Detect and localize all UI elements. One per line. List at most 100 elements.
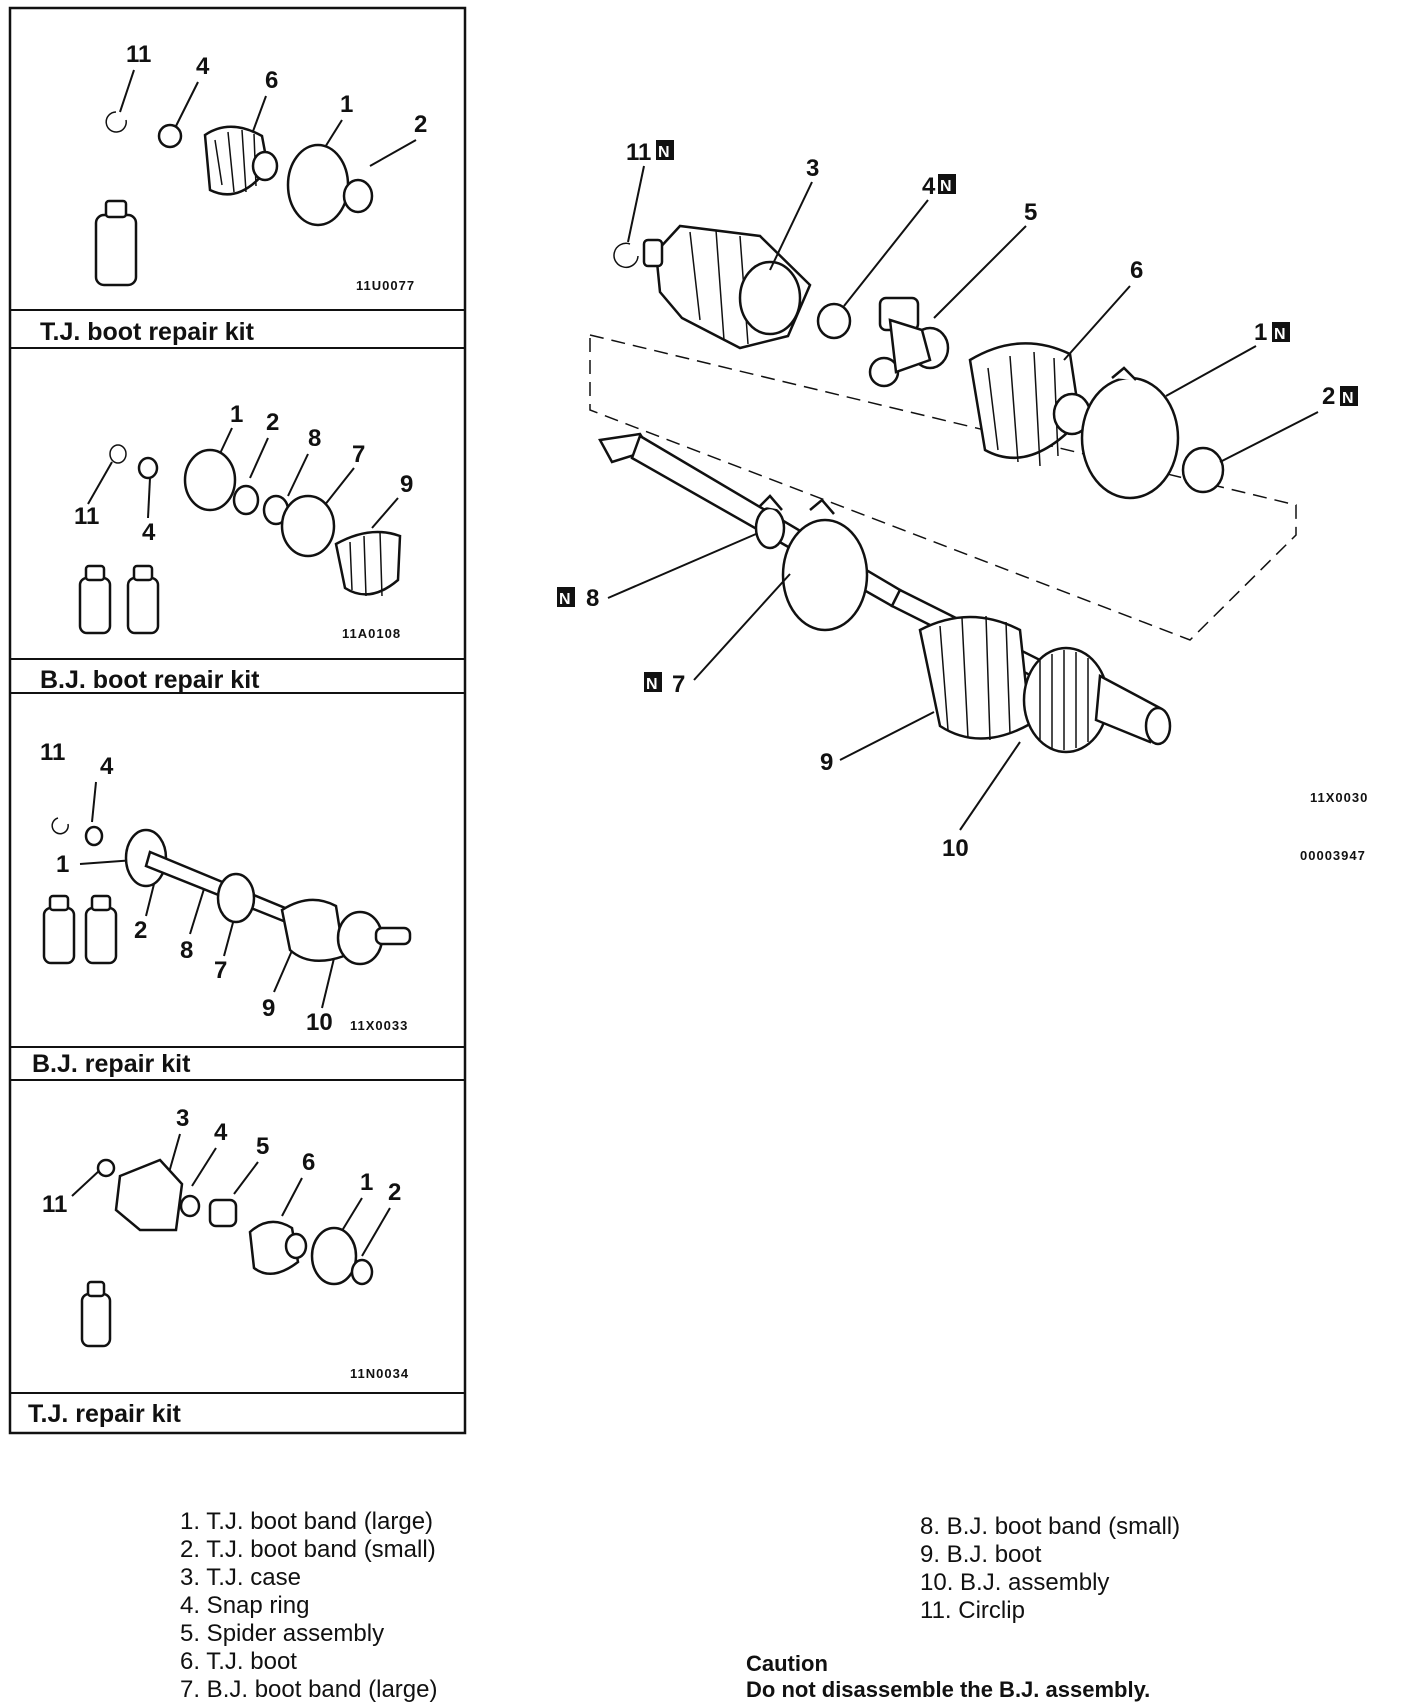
figure-code: 00003947 (1300, 848, 1366, 863)
bj-boot-part (918, 615, 1032, 741)
callout-11: 11 (74, 503, 99, 530)
legend-item: 9. B.J. boot (920, 1541, 1042, 1568)
new-part-badge-icon: N (1340, 386, 1358, 407)
callout-5: 5 (1024, 199, 1037, 226)
boot-band-large-part (286, 143, 350, 227)
bj-boot-band-large-part (781, 518, 869, 632)
grease-tube-icon (78, 564, 160, 635)
panel-title: B.J. boot repair kit (40, 666, 260, 694)
svg-text:N: N (1342, 390, 1354, 407)
callout-1: 1 (230, 401, 243, 428)
main-exploded-view: 11 N 3 4 N 5 6 1 N 2 N N 8 N 7 (557, 139, 1368, 863)
callout-1: 1 (340, 91, 353, 118)
callout-4: 4 (196, 53, 210, 80)
callout-6: 6 (1130, 257, 1143, 284)
svg-text:N: N (940, 178, 952, 195)
tj-case-part (642, 224, 812, 350)
callout-3: 3 (176, 1105, 189, 1132)
legend-item: 4. Snap ring (180, 1592, 310, 1619)
panel-bj-repair-kit: 11 4 1 2 8 7 9 10 11X0033 B.J (32, 739, 412, 1078)
callout-7: 7 (214, 957, 227, 984)
legend-item: 7. B.J. boot band (large) (180, 1676, 438, 1703)
figure-code: 11X0033 (350, 1018, 408, 1033)
boot-band-small-part (342, 178, 374, 214)
bj-assembly-part (1022, 646, 1172, 754)
tj-boot-band-large-part (1080, 376, 1180, 500)
figure-code: 11X0030 (1310, 790, 1368, 805)
callout-1: 1 (56, 851, 69, 878)
tj-boot-part (203, 125, 279, 196)
new-part-badge-icon: N (557, 587, 575, 608)
panel-bj-boot-repair-kit: 1 2 8 7 9 11 4 11A0108 B.J. boot repair … (40, 401, 413, 694)
callout-3: 3 (806, 155, 819, 182)
grease-tube-icon (80, 1280, 112, 1348)
callout-1: 1 (1254, 319, 1267, 346)
callout-9: 9 (400, 471, 413, 498)
callout-2: 2 (388, 1179, 401, 1206)
tj-boot-band-small-part (1181, 446, 1225, 494)
grease-tube-icon (42, 894, 118, 965)
callout-10: 10 (306, 1009, 333, 1036)
callout-6: 6 (265, 67, 278, 94)
callout-2: 2 (1322, 383, 1335, 410)
legend-item: 2. T.J. boot band (small) (180, 1536, 436, 1563)
svg-text:N: N (559, 591, 571, 608)
legend-item: 1. T.J. boot band (large) (180, 1508, 434, 1535)
callout-11: 11 (42, 1191, 67, 1218)
callout-4: 4 (142, 519, 156, 546)
callout-7: 7 (672, 671, 685, 698)
callout-2: 2 (134, 917, 147, 944)
new-part-badge-icon: N (656, 140, 674, 161)
panel-title: T.J. repair kit (28, 1400, 182, 1428)
callout-2: 2 (266, 409, 279, 436)
svg-text:N: N (1274, 326, 1286, 343)
callout-9: 9 (820, 749, 833, 776)
driveshaft-assembly-small (124, 828, 412, 966)
callout-4: 4 (922, 173, 936, 200)
callout-8: 8 (180, 937, 193, 964)
panel-tj-boot-repair-kit: 11 4 6 1 2 11U0077 T.J. boot repair kit (40, 41, 427, 346)
panel-frame (8, 6, 467, 1435)
new-part-badge-icon: N (644, 672, 662, 693)
caution-note: Caution Do not disassemble the B.J. asse… (746, 1651, 1150, 1703)
callout-2: 2 (414, 111, 427, 138)
snap-ring-part (157, 123, 183, 149)
figure-code: 11A0108 (342, 626, 401, 641)
legend-item: 10. B.J. assembly (920, 1569, 1110, 1596)
figure-code: 11U0077 (356, 278, 415, 293)
panel-title: T.J. boot repair kit (40, 318, 255, 346)
circlip-part (613, 242, 639, 269)
bj-boot-band-small-part (754, 506, 786, 550)
tj-boot-part (968, 342, 1092, 467)
callout-4: 4 (214, 1119, 228, 1146)
legend-item: 8. B.J. boot band (small) (920, 1513, 1181, 1540)
caution-text: Do not disassemble the B.J. assembly. (746, 1677, 1151, 1702)
spider-assembly-part (868, 296, 950, 388)
callout-10: 10 (942, 835, 969, 862)
callout-6: 6 (302, 1149, 315, 1176)
callout-1: 1 (360, 1169, 373, 1196)
circlip-part (105, 111, 127, 133)
snap-ring-part (816, 302, 852, 340)
legend-item: 6. T.J. boot (180, 1648, 297, 1675)
callout-5: 5 (256, 1133, 269, 1160)
panel-title: B.J. repair kit (32, 1050, 191, 1078)
svg-text:N: N (658, 144, 670, 161)
callout-8: 8 (586, 585, 599, 612)
parts-legend-right: 8. B.J. boot band (small) 9. B.J. boot 1… (920, 1513, 1180, 1625)
legend-item: 5. Spider assembly (180, 1620, 385, 1647)
grease-tube-icon (94, 199, 138, 287)
callout-9: 9 (262, 995, 275, 1022)
parts-legend-left: 1. T.J. boot band (large) 2. T.J. boot b… (180, 1508, 437, 1704)
tj-case-part (96, 1158, 184, 1232)
callout-11: 11 (626, 139, 651, 166)
bj-boot-part (334, 530, 402, 597)
callout-8: 8 (308, 425, 321, 452)
legend-item: 11. Circlip (920, 1597, 1025, 1624)
caution-title: Caution (746, 1651, 828, 1676)
new-part-badge-icon: N (938, 174, 956, 195)
callout-4: 4 (100, 753, 114, 780)
callout-11: 11 (40, 739, 65, 766)
